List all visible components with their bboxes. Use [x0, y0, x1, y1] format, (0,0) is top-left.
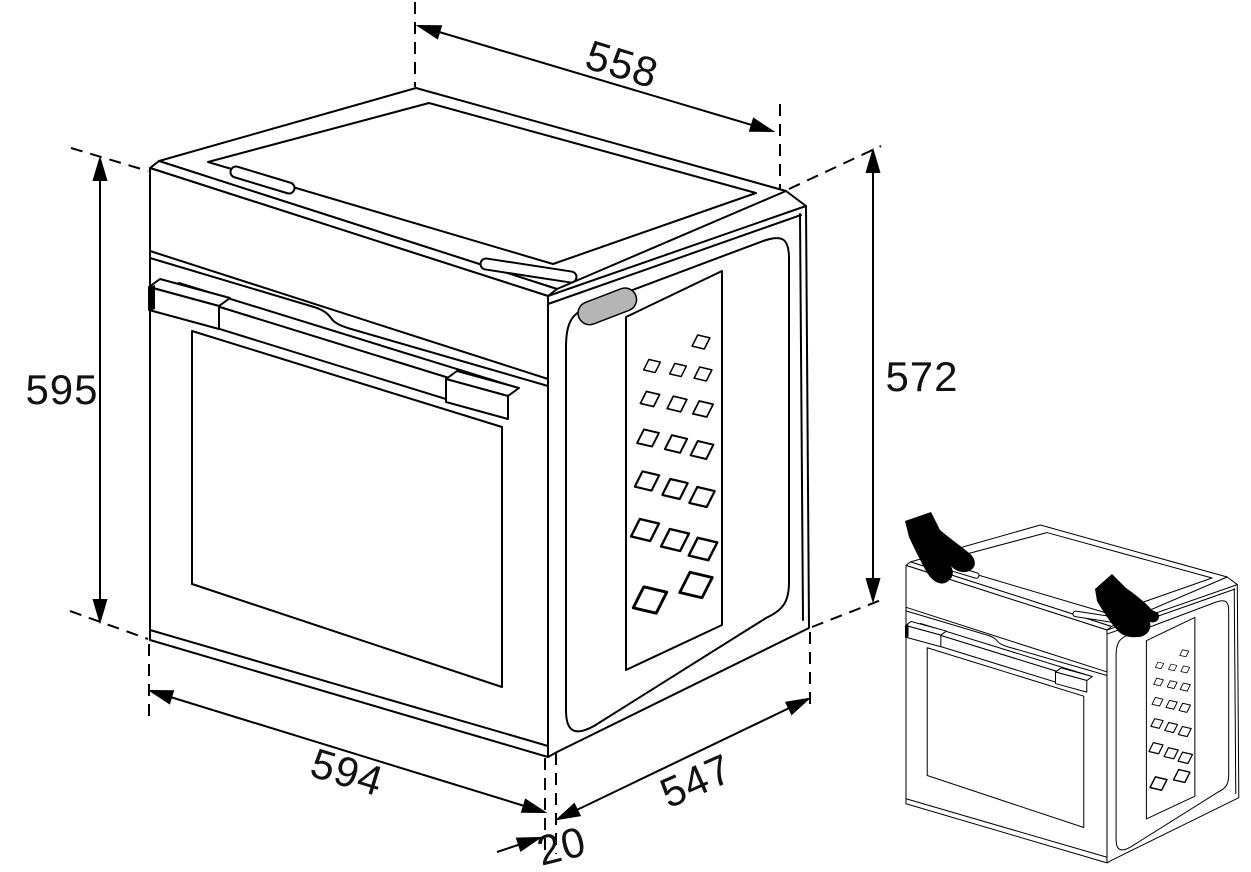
dimension-label-door-offset: 20 — [532, 817, 591, 872]
dimension-label-body-height: 572 — [885, 353, 958, 400]
dimension-label-front-height: 595 — [25, 366, 98, 413]
dimension-label-body-depth: 547 — [653, 744, 739, 817]
dimension-label-front-width: 594 — [305, 739, 389, 805]
dimension-door-offset: 20 — [496, 817, 591, 872]
glove-hand-right-icon — [1095, 574, 1160, 638]
extension-lines — [69, 2, 882, 854]
dimension-body-height: 572 — [865, 150, 958, 601]
glove-hand-left-icon — [905, 512, 975, 584]
dimension-front-height: 595 — [25, 158, 108, 622]
small-oven-figure — [906, 525, 1239, 863]
dimension-label-top-width: 558 — [580, 31, 664, 97]
large-oven-figure — [149, 88, 809, 757]
small-oven-carry-figure — [905, 512, 1239, 863]
side-panel-gray-detail — [577, 287, 638, 326]
